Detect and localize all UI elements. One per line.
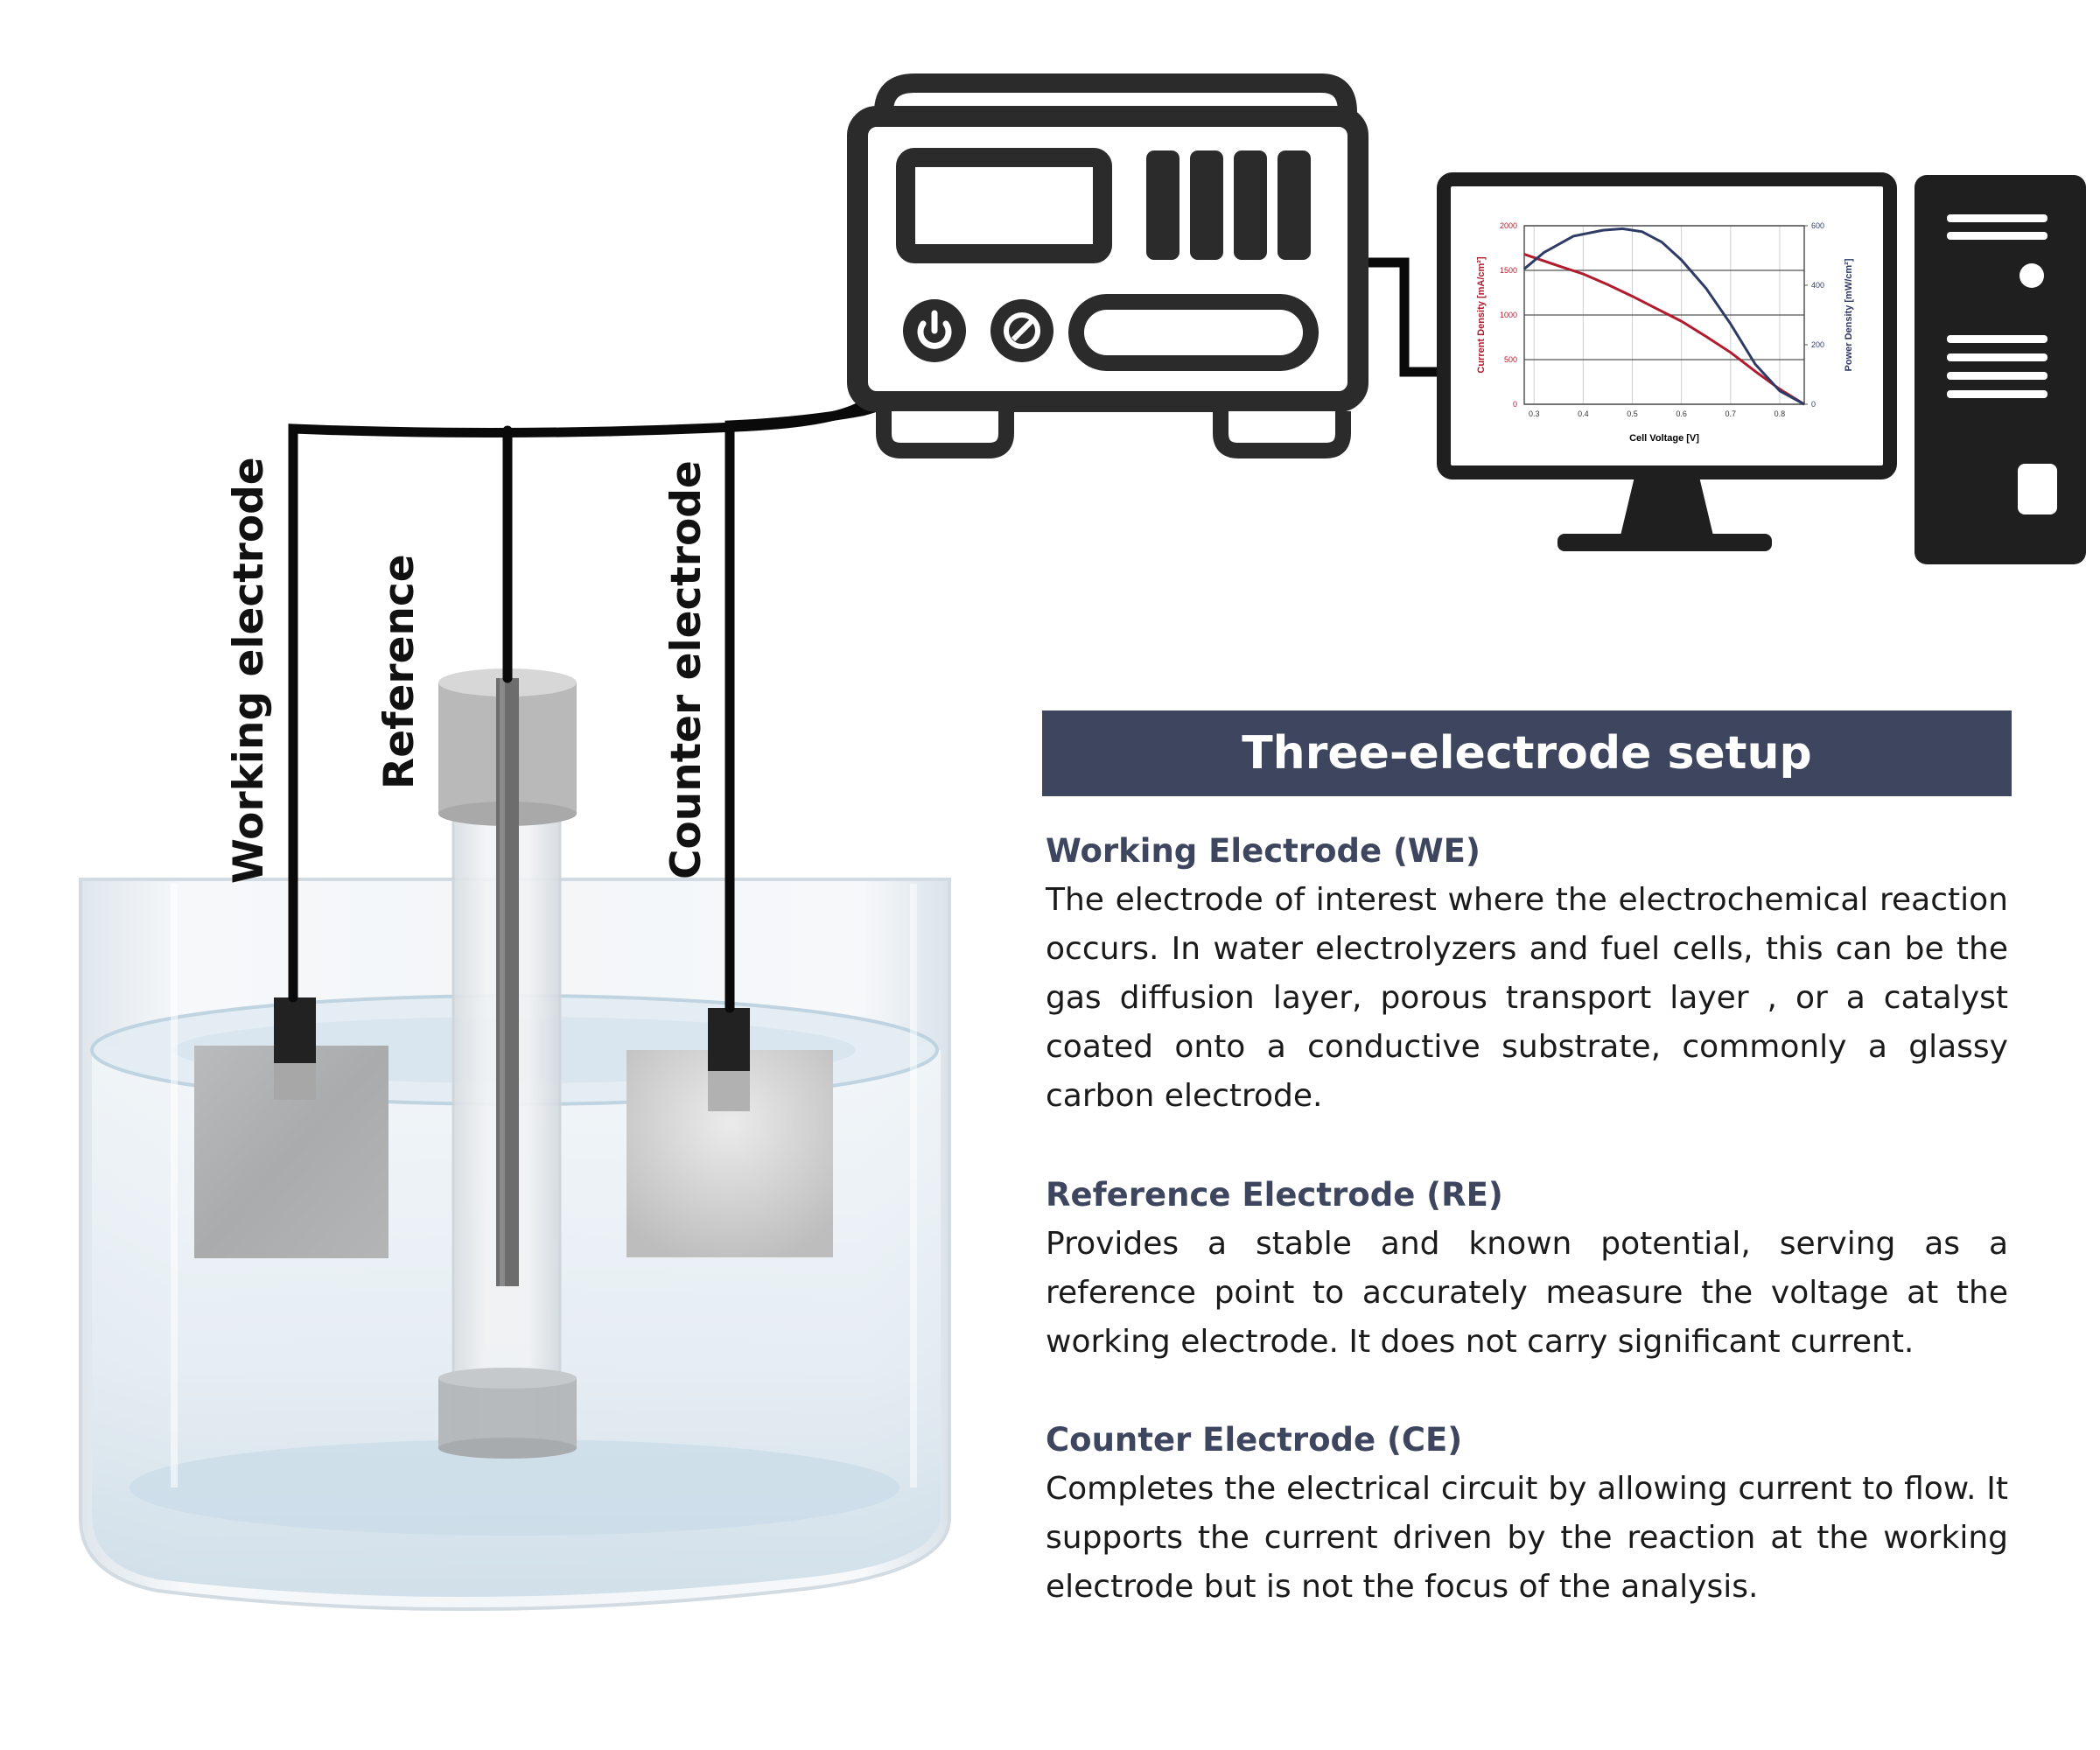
- mini-chart: 0.3 0.4 0.5 0.6 0.7 0.8 0 500 1000 1500 2000 0 200 40…: [1476, 221, 1854, 444]
- panel-title: Three-electrode setup: [1242, 727, 1812, 780]
- section-heading: Reference Electrode (RE): [1046, 1176, 1503, 1214]
- chart-xlabel: Cell Voltage [V]: [1629, 433, 1699, 444]
- computer-tower-icon: [1914, 175, 2086, 564]
- x-tick-label: 0.8: [1774, 410, 1786, 418]
- chart-frame: [1523, 225, 1805, 405]
- y-tick-label: 2000: [1500, 221, 1517, 230]
- label-reference: Reference: [375, 554, 424, 789]
- y-tick-label: 1500: [1500, 266, 1517, 275]
- y2-tick-label: 200: [1811, 340, 1824, 349]
- power-icon: [903, 299, 966, 362]
- x-tick-label: 0.3: [1529, 410, 1540, 418]
- knob-icon: [990, 299, 1054, 362]
- reference-rod: [496, 678, 519, 1286]
- display-screen: [896, 148, 1112, 263]
- section-reference: Reference Electrode (RE) Provides a stab…: [1046, 1171, 2008, 1367]
- chart-y2label: Power Density [mW/cm²]: [1844, 258, 1854, 371]
- series-power-density: [1523, 227, 1805, 406]
- working-electrode: [194, 998, 388, 1258]
- label-counter-electrode: Counter electrode: [662, 460, 710, 879]
- potentiostat-icon: [847, 74, 1368, 458]
- x-tick-label: 0.5: [1627, 410, 1638, 418]
- x-tick-label: 0.4: [1578, 410, 1589, 418]
- y-tick-label: 1000: [1500, 311, 1517, 319]
- wire-computer: [1364, 257, 1458, 377]
- y-tick-label: 0: [1513, 400, 1517, 409]
- y-tick-label: 500: [1504, 355, 1517, 364]
- chart-ylabel: Current Density [mA/cm²]: [1476, 256, 1487, 374]
- y2-tick-label: 400: [1811, 281, 1824, 290]
- section-body: The electrode of interest where the elec…: [1046, 882, 2008, 1114]
- section-body: Provides a stable and known potential, s…: [1046, 1226, 2008, 1360]
- section-body: Completes the electrical circuit by allo…: [1046, 1471, 2008, 1605]
- monitor-icon: [1437, 172, 1897, 551]
- series-current-density: [1523, 253, 1805, 406]
- x-tick-label: 0.6: [1676, 410, 1687, 418]
- section-counter: Counter Electrode (CE) Completes the ele…: [1046, 1416, 2008, 1612]
- reference-electrode: [438, 668, 577, 1459]
- y2-tick-label: 600: [1811, 221, 1824, 230]
- section-working: Working Electrode (WE) The electrode of …: [1046, 827, 2008, 1121]
- x-tick-label: 0.7: [1726, 410, 1737, 418]
- counter-electrode: [626, 1008, 833, 1257]
- section-heading: Working Electrode (WE): [1046, 832, 1480, 870]
- section-heading: Counter Electrode (CE): [1046, 1421, 1463, 1459]
- title-bar: [1042, 710, 2012, 796]
- y2-tick-label: 0: [1811, 400, 1816, 409]
- label-working-electrode: Working electrode: [225, 457, 273, 884]
